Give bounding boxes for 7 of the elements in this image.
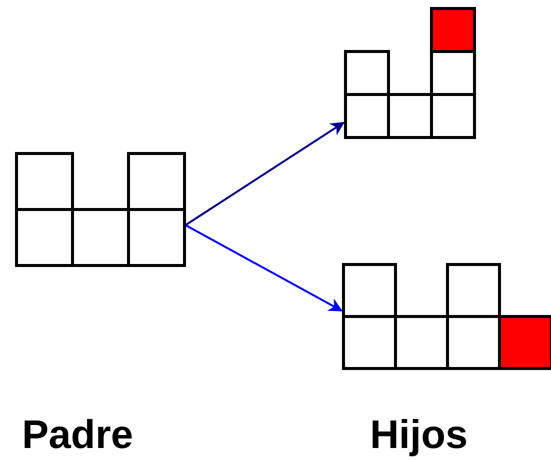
polyomino-drawing (14, 152, 186, 266)
polyomino-drawing (342, 262, 551, 370)
arrow (184, 122, 345, 226)
caption-label: Padre (22, 412, 134, 458)
polyomino-drawing (344, 6, 476, 138)
caption-label: Hijos (370, 412, 468, 458)
arrow (185, 224, 343, 312)
